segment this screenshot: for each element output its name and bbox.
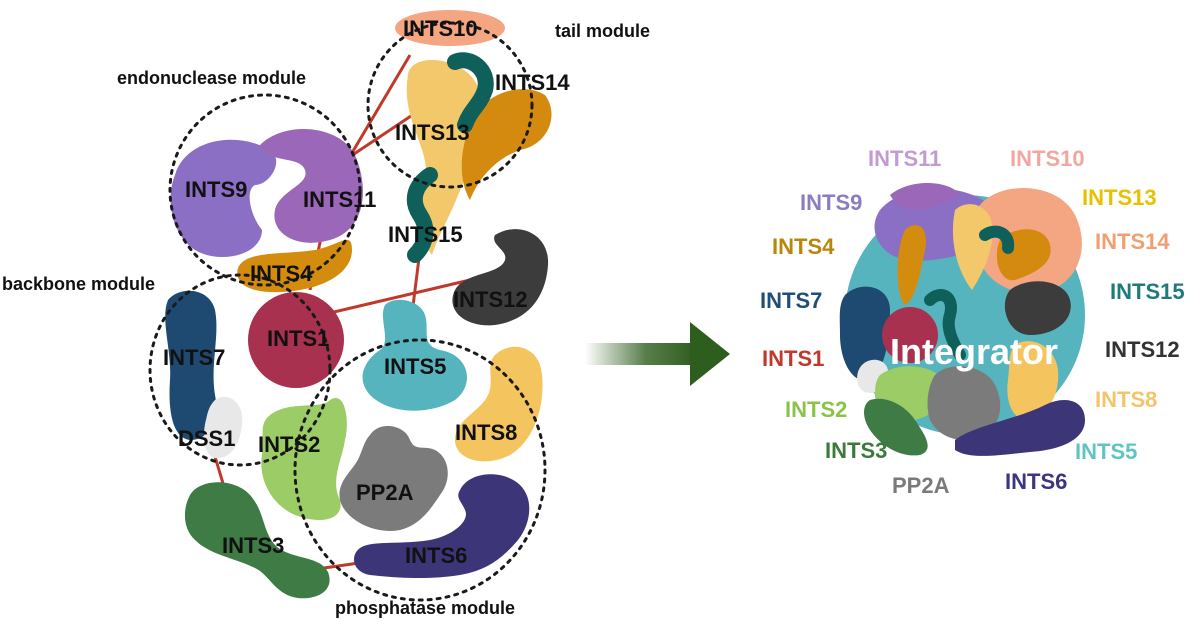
legend-ints13: INTS13 [1082,185,1157,210]
label-ints3: INTS3 [222,533,284,558]
assembled-complex: Integrator [839,182,1085,456]
integrator-label: Integrator [890,331,1058,372]
label-ints10: INTS10 [403,16,478,41]
label-ints4: INTS4 [250,261,313,286]
legend-ints12: INTS12 [1105,337,1180,362]
label-ints13: INTS13 [395,120,470,145]
legend: INTS11 INTS10 INTS9 INTS13 INTS4 INTS14 … [760,146,1185,498]
dss1-blob [204,396,243,459]
label-ints9: INTS9 [185,177,247,202]
label-ints1: INTS1 [267,326,329,351]
ints6-blob [354,474,530,579]
legend-ints2: INTS2 [785,397,847,422]
subunit-labels: INTS10 INTS14 INTS13 INTS15 INTS9 INTS11… [163,16,570,568]
assembly-arrow [585,322,730,386]
legend-ints14: INTS14 [1095,229,1170,254]
pp2a-blob [339,425,448,531]
legend-ints1: INTS1 [762,346,824,371]
ints8-blob [455,346,543,462]
legend-ints3: INTS3 [825,438,887,463]
module-rings [148,21,547,602]
ints12-blob [452,229,549,326]
ints10-blob [395,10,505,46]
ints5-blob [362,299,467,411]
phosphatase-module-ring [293,338,547,602]
ints1-blob [248,292,344,388]
exploded-view [165,10,552,599]
endonuclease-module-ring [168,93,362,287]
endonuclease-module-label: endonuclease module [117,68,306,88]
ints14-blob [461,89,552,200]
legend-ints5: INTS5 [1075,439,1137,464]
ints13-blob [406,60,482,255]
label-ints2: INTS2 [258,432,320,457]
legend-ints15: INTS15 [1110,279,1185,304]
ints9-blob [170,139,277,258]
legend-ints9: INTS9 [800,190,862,215]
ints7-blob [165,290,217,440]
legend-ints8: INTS8 [1095,387,1157,412]
legend-pp2a: PP2A [892,473,950,498]
tail-module-label: tail module [555,21,650,41]
label-ints11: INTS11 [303,187,376,212]
label-ints7: INTS7 [163,345,225,370]
label-ints15: INTS15 [388,222,463,247]
backbone-module-label: backbone module [2,274,155,294]
label-ints12: INTS12 [453,287,528,312]
label-dss1: DSS1 [178,426,235,451]
ints2-blob [261,398,347,520]
legend-ints4: INTS4 [772,234,835,259]
label-ints8: INTS8 [455,420,517,445]
legend-ints11: INTS11 [868,146,941,171]
label-pp2a: PP2A [356,480,414,505]
ints15-blob [406,52,494,263]
ints11-blob [260,128,363,243]
label-ints14: INTS14 [495,70,570,95]
tail-module-ring [366,21,534,189]
legend-ints6: INTS6 [1005,469,1067,494]
legend-ints10: INTS10 [1010,146,1085,171]
ints3-blob [184,482,330,599]
legend-ints7: INTS7 [760,288,822,313]
label-ints6: INTS6 [405,543,467,568]
phosphatase-module-label: phosphatase module [335,598,515,618]
backbone-module-ring [148,273,332,467]
label-ints5: INTS5 [384,354,446,379]
